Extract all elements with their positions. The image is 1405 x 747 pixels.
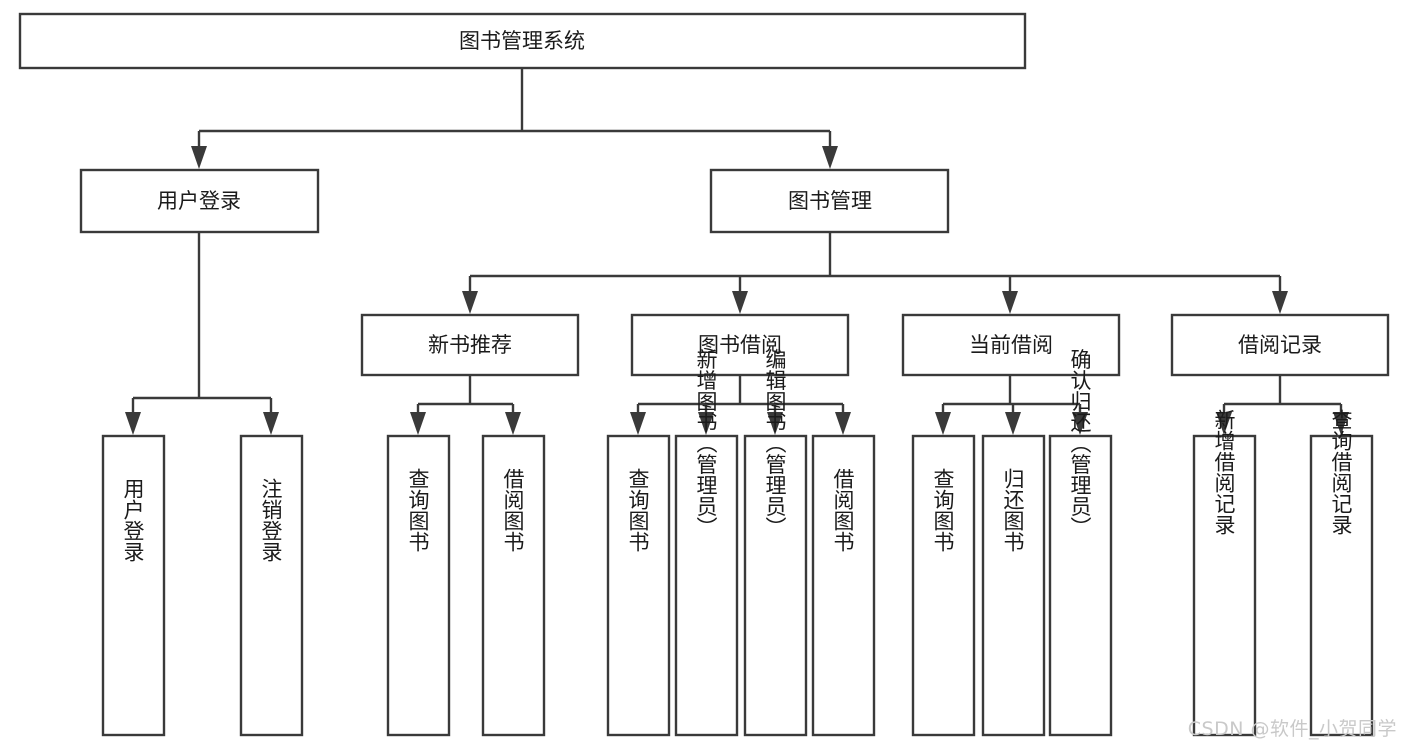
leaf-return-book[interactable]: 归还图书 [981,434,1046,737]
leaf-add-book-box[interactable] [674,434,739,737]
edge-group-borrow-record-to-leaves [1216,375,1349,435]
edge-group-current-borrow-to-leaves [935,375,1088,435]
arrow-head-icon [191,146,207,169]
leaf-add-borrow-record[interactable]: 新增借阅记录 [1192,409,1257,737]
leaf-borrow-book-box[interactable] [811,434,876,737]
node-new-book-recommend-box[interactable] [360,313,580,377]
node-book-manage-box[interactable] [709,168,950,234]
arrow-head-icon [1333,412,1349,435]
leaf-query-book-borrow-label: 查询图书 [626,468,650,552]
leaf-return-book-label: 归还图书 [1001,468,1025,552]
node-user-login[interactable]: 用户登录 [79,168,320,234]
leaf-confirm-return-label: 确认归还（管理员） [1068,349,1092,538]
leaf-edit-book-box[interactable] [743,434,808,737]
leaf-query-book-recommend-box[interactable] [386,434,451,737]
leaf-borrow-book-recommend[interactable]: 借阅图书 [481,434,546,737]
leaf-user-login[interactable]: 用户登录 [101,434,166,737]
node-current-borrow[interactable]: 当前借阅 [901,313,1121,377]
edge-group-book-borrow-to-leaves [630,375,851,435]
leaf-user-login-label: 用户登录 [121,478,145,562]
arrow-head-icon [125,412,141,435]
node-borrow-record-box[interactable] [1170,313,1390,377]
leaf-edit-book[interactable]: 编辑图书（管理员） [743,349,808,737]
arrow-head-icon [935,412,951,435]
leaf-query-borrow-record-box[interactable] [1309,434,1374,737]
edge-group-new-book-to-leaves [410,375,521,435]
node-new-book-recommend[interactable]: 新书推荐 [360,313,580,377]
edge-group-book-manage-to-level3 [462,232,1288,314]
leaf-query-book-recommend-label: 查询图书 [406,468,430,552]
node-user-login-box[interactable] [79,168,320,234]
node-root-box[interactable] [18,12,1027,70]
leaf-query-book-recommend[interactable]: 查询图书 [386,434,451,737]
leaf-logout-box[interactable] [239,434,304,737]
leaf-borrow-book[interactable]: 借阅图书 [811,434,876,737]
arrow-head-icon [1072,412,1088,435]
node-root-label: 图书管理系统 [459,29,585,53]
node-user-login-label: 用户登录 [157,189,241,213]
leaf-add-book[interactable]: 新增图书（管理员） [674,349,739,737]
arrow-head-icon [630,412,646,435]
leaf-query-book-borrow[interactable]: 查询图书 [606,434,671,737]
node-new-book-recommend-label: 新书推荐 [428,333,512,357]
arrow-head-icon [1002,291,1018,314]
node-root[interactable]: 图书管理系统 [18,12,1027,70]
leaf-query-book-current[interactable]: 查询图书 [911,434,976,737]
leaf-query-book-current-box[interactable] [911,434,976,737]
csdn-watermark: CSDN @软件_小贺同学 [1187,718,1397,740]
node-book-manage[interactable]: 图书管理 [709,168,950,234]
arrow-head-icon [410,412,426,435]
leaf-logout[interactable]: 注销登录 [239,434,304,737]
arrow-head-icon [822,146,838,169]
leaf-return-book-box[interactable] [981,434,1046,737]
arrow-head-icon [462,291,478,314]
leaf-confirm-return[interactable]: 确认归还（管理员） [1048,349,1113,737]
arrow-head-icon [732,291,748,314]
edge-group-user-login-to-leaves [125,232,279,435]
arrow-head-icon [835,412,851,435]
arrow-head-icon [263,412,279,435]
leaf-add-borrow-record-label: 新增借阅记录 [1212,409,1236,535]
leaf-borrow-book-recommend-box[interactable] [481,434,546,737]
arrow-head-icon [505,412,521,435]
edge-group-root-to-level2 [191,68,838,169]
node-book-borrow-box[interactable] [630,313,850,377]
node-book-borrow[interactable]: 图书借阅 [630,313,850,377]
arrow-head-icon [1272,291,1288,314]
leaf-add-borrow-record-box[interactable] [1192,434,1257,737]
node-current-borrow-box[interactable] [901,313,1121,377]
leaf-add-book-label: 新增图书（管理员） [694,349,718,538]
node-book-borrow-label: 图书借阅 [698,333,782,357]
leaf-user-login-box[interactable] [101,434,166,737]
leaf-query-book-borrow-box[interactable] [606,434,671,737]
node-book-manage-label: 图书管理 [788,189,872,213]
leaf-borrow-book-recommend-label: 借阅图书 [501,468,525,552]
leaf-edit-book-label: 编辑图书（管理员） [763,349,787,538]
leaf-logout-label: 注销登录 [259,478,283,562]
arrow-head-icon [767,412,783,435]
leaf-query-book-current-label: 查询图书 [931,468,955,552]
node-borrow-record-label: 借阅记录 [1238,333,1322,357]
node-current-borrow-label: 当前借阅 [969,333,1053,357]
node-borrow-record[interactable]: 借阅记录 [1170,313,1390,377]
arrow-head-icon [1216,412,1232,435]
leaf-borrow-book-label: 借阅图书 [831,468,855,552]
leaf-query-borrow-record[interactable]: 查询借阅记录 [1309,409,1374,737]
arrow-head-icon [698,412,714,435]
leaf-query-borrow-record-label: 查询借阅记录 [1329,409,1353,535]
leaf-confirm-return-box[interactable] [1048,434,1113,737]
arrow-head-icon [1005,412,1021,435]
